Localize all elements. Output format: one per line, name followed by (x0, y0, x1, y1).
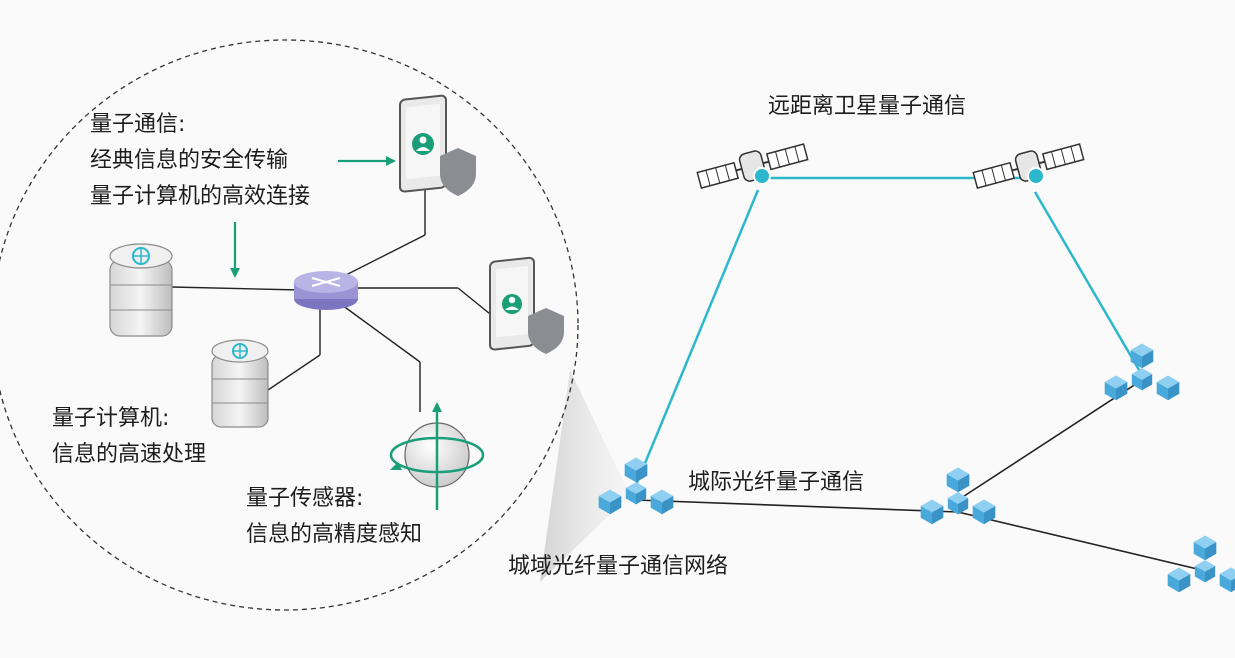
secure-phone-icon (399, 94, 476, 196)
shield-icon (528, 308, 564, 354)
quantum-sensor-icon (389, 402, 485, 510)
quantum-communication-line2: 量子计算机的高效连接 (90, 184, 311, 209)
network-nodes (598, 343, 1235, 593)
zoom-cone (540, 370, 630, 582)
local-links (171, 190, 496, 412)
satellite-icon (972, 143, 1085, 189)
satellite-communication-label: 远距离卫星量子通信 (768, 94, 967, 119)
network-node-icon (920, 467, 996, 525)
satellite-links (634, 176, 1144, 486)
router-icon (294, 271, 358, 310)
quantum-computer-title: 量子计算机: (52, 406, 170, 431)
secure-phone-icon (489, 256, 564, 354)
metro-fiber-network-label: 城域光纤量子通信网络 (508, 554, 729, 579)
satellite-icon (696, 143, 809, 189)
network-node-icon (1104, 343, 1180, 401)
fiber-links (635, 379, 1211, 573)
green-arrows (230, 156, 396, 278)
shield-icon (440, 148, 476, 196)
quantum-sensor-title: 量子传感器: (246, 486, 364, 511)
intercity-fiber-label: 城际光纤量子通信 (688, 470, 865, 495)
network-node-icon (1167, 535, 1235, 593)
quantum-server-icon (211, 339, 269, 428)
quantum-server-icon (109, 243, 173, 337)
zoom-circle (0, 39, 579, 611)
quantum-communication-line1: 经典信息的安全传输 (90, 148, 289, 173)
network-node-icon (598, 457, 674, 515)
quantum-sensor-line1: 信息的高精度感知 (246, 522, 423, 547)
quantum-computer-line1: 信息的高速处理 (52, 442, 207, 467)
quantum-communication-title: 量子通信: (90, 112, 186, 137)
